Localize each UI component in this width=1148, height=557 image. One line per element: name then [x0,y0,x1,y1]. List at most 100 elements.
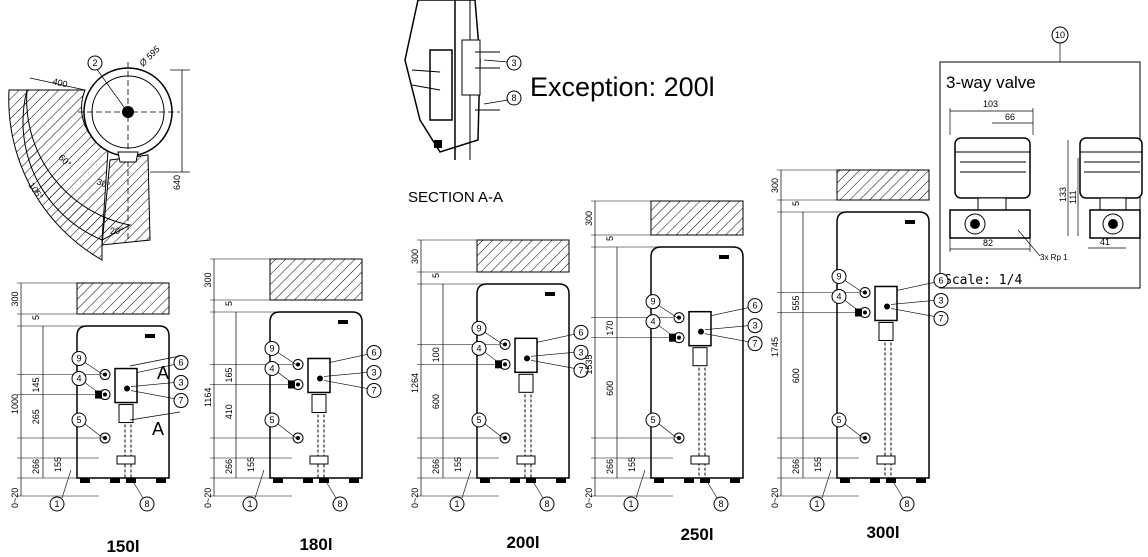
balloon-number: 9 [476,323,481,333]
balloon-1 [449,496,465,512]
valve-box: 10 3-way valve 103 66 82 3x Rp 1 133 [939,26,1143,289]
balloon-number: 8 [144,499,149,509]
dimension-text: 0~20 [584,488,594,508]
balloon-number: 6 [938,275,943,285]
dimension-text: 155 [453,457,463,472]
balloon-5 [831,412,847,428]
balloon-9 [471,320,487,336]
balloon-8 [899,496,915,512]
tank-label: 300l [866,523,899,542]
balloon-number: 7 [371,385,376,395]
balloon-5 [471,412,487,428]
dimension-text: 155 [813,457,823,472]
dimension-text: 600 [791,368,801,383]
balloon-7 [366,382,382,398]
balloon-number: 1 [628,499,633,509]
balloon-4 [71,371,87,387]
dimension-text: 266 [224,459,234,474]
balloon-5 [264,412,280,428]
balloon-7 [573,362,589,378]
balloon-9 [831,268,847,284]
dimension-text: 5 [224,301,234,306]
balloon-3 [506,55,522,71]
dimension-text: 155 [627,457,637,472]
tank-label: 150l [106,537,139,556]
dimension-text: 300 [584,211,594,226]
balloon-number: 4 [650,317,655,327]
tank-body [836,211,930,479]
dimension-text: 1164 [203,388,213,407]
balloon-4 [645,314,661,330]
balloon-number: 6 [578,327,583,337]
dimension-text: 5 [431,273,441,278]
balloon-2 [87,55,103,71]
balloon-number: 4 [76,374,81,384]
balloon-6 [366,344,382,360]
clearance-arc-inner [22,89,109,241]
dimension-text: 145 [31,378,41,393]
balloon-number: 3 [938,295,943,305]
dimension-text: 1535 [584,354,594,374]
dimension-text: 1264 [410,373,420,393]
svg-text:82: 82 [983,238,993,248]
dim-400: 400 [52,76,69,89]
balloon-number: 7 [578,365,583,375]
balloon-number: 3 [578,347,583,357]
center-fitting [122,106,134,118]
dimension-text: 0~20 [410,488,420,508]
balloon-number: 6 [178,358,183,368]
dimension-text: 265 [31,409,41,424]
svg-text:111: 111 [1068,190,1078,204]
balloon-number: 3 [371,367,376,377]
dimension-text: 1000 [10,394,20,414]
svg-text:103: 103 [983,99,998,109]
balloon-number: 5 [650,415,655,425]
dimension-text: 100 [431,347,441,362]
balloon-7 [173,393,189,409]
dimension-text: 410 [224,404,234,419]
section-marker-top: A [157,363,169,383]
balloon-number: 9 [269,343,274,353]
section-title: SECTION A-A [408,189,503,206]
top-view: 400 Ø 595 105° 60° 30° 20° 640 2 [8,43,190,261]
svg-text:3: 3 [511,58,516,68]
balloon-number: 6 [752,301,757,311]
dim-20: 20° [110,226,124,236]
dimension-text: 5 [605,236,615,241]
scale-label: Scale: 1/4 [944,273,1022,288]
svg-text:133: 133 [1058,187,1068,202]
dimension-text: 300 [10,291,20,306]
balloon-7 [747,336,763,352]
dimension-text: 300 [203,272,213,287]
dimension-text: 0~20 [770,488,780,508]
balloon-10 [1051,26,1069,44]
balloon-1 [49,496,65,512]
dimension-text: 155 [246,457,256,472]
section-view: 3 8 SECTION A-A [404,0,522,206]
balloon-number: 3 [178,378,183,388]
balloon-number: 8 [718,499,723,509]
balloon-number: 9 [650,297,655,307]
dimension-text: 5 [31,315,41,320]
balloon-number: 6 [371,347,376,357]
valve-title: 3-way valve [946,73,1036,92]
balloon-9 [264,340,280,356]
balloon-4 [471,340,487,356]
balloon-8 [139,496,155,512]
balloon-number: 1 [54,499,59,509]
tank-label: 200l [506,533,539,552]
balloon-5 [71,412,87,428]
balloon-number: 3 [752,321,757,331]
balloon-5 [645,412,661,428]
dimension-text: 0~20 [203,488,213,508]
dimension-text: 300 [410,249,420,264]
balloon-number: 5 [76,415,81,425]
exception-label: Exception: 200l [530,72,715,102]
dimension-text: 1745 [770,337,780,357]
dim-30: 30° [95,176,112,190]
svg-text:66: 66 [1005,112,1015,122]
